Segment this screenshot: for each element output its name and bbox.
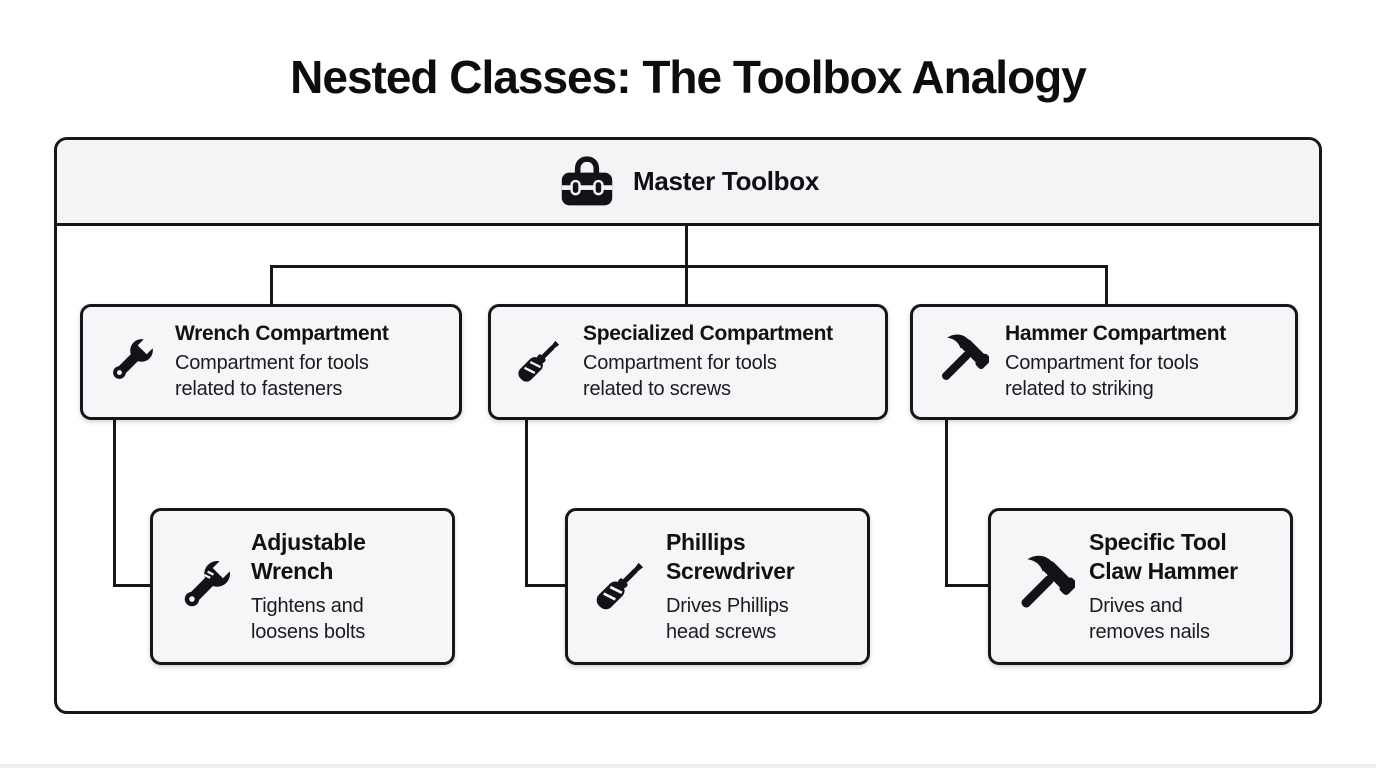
connector-elbow-wrench-v bbox=[113, 420, 116, 587]
adjustable-wrench-icon bbox=[171, 554, 237, 620]
screwdriver-icon bbox=[509, 333, 567, 391]
connector-drop-wrench bbox=[270, 265, 273, 304]
compartment-title: Wrench Compartment bbox=[175, 321, 389, 345]
compartment-wrench: Wrench Compartment Compartment for tools… bbox=[80, 304, 462, 420]
page-title: Nested Classes: The Toolbox Analogy bbox=[290, 51, 1087, 103]
tool-adjustable-wrench: Adjustable Wrench Tightens and loosens b… bbox=[150, 508, 455, 665]
tool-title: Specific Tool Claw Hammer bbox=[1089, 528, 1238, 585]
connector-elbow-hammer-h bbox=[945, 584, 988, 587]
connector-root-stem bbox=[685, 226, 688, 265]
compartment-description: Compartment for tools related to fastene… bbox=[175, 351, 369, 400]
connector-drop-specialized bbox=[685, 265, 688, 304]
compartment-title: Specialized Compartment bbox=[583, 321, 833, 345]
connector-horizontal-bar bbox=[270, 265, 1108, 268]
tool-phillips-screwdriver: Phillips Screwdriver Drives Phillips hea… bbox=[565, 508, 870, 665]
screwdriver-icon bbox=[586, 554, 652, 620]
compartment-description: Compartment for tools related to screws bbox=[583, 351, 777, 400]
master-toolbox-container: Master Toolbox bbox=[54, 137, 1322, 714]
connector-elbow-hammer-v bbox=[945, 420, 948, 587]
connector-elbow-screwdriver-v bbox=[525, 420, 528, 587]
bottom-edge-strip bbox=[0, 764, 1376, 768]
connector-drop-hammer bbox=[1105, 265, 1108, 304]
wrench-icon bbox=[101, 333, 159, 391]
compartment-hammer: Hammer Compartment Compartment for tools… bbox=[910, 304, 1298, 420]
toolbox-icon bbox=[557, 154, 617, 210]
compartment-specialized: Specialized Compartment Compartment for … bbox=[488, 304, 888, 420]
master-toolbox-label: Master Toolbox bbox=[632, 166, 819, 196]
hammer-icon bbox=[931, 333, 989, 391]
tool-description: Drives and removes nails bbox=[1089, 594, 1210, 643]
tool-title: Adjustable Wrench bbox=[251, 528, 366, 585]
tool-description: Drives Phillips head screws bbox=[666, 594, 789, 643]
master-toolbox-header: Master Toolbox bbox=[57, 140, 1319, 226]
tool-claw-hammer: Specific Tool Claw Hammer Drives and rem… bbox=[988, 508, 1293, 665]
connector-elbow-screwdriver-h bbox=[525, 584, 565, 587]
compartment-description: Compartment for tools related to strikin… bbox=[1005, 351, 1199, 400]
tool-description: Tightens and loosens bolts bbox=[251, 594, 366, 643]
tool-title: Phillips Screwdriver bbox=[666, 528, 795, 585]
connector-elbow-wrench-h bbox=[113, 584, 150, 587]
hammer-icon bbox=[1009, 554, 1075, 620]
compartment-title: Hammer Compartment bbox=[1005, 321, 1226, 345]
